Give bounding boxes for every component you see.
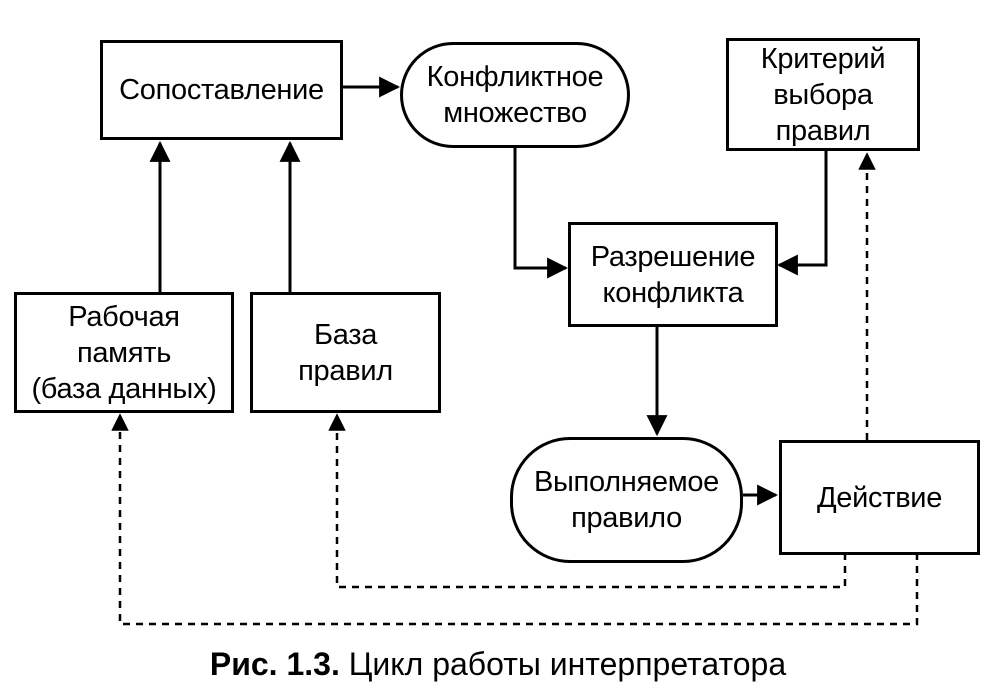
node-matching: Сопоставление [100,40,343,140]
node-selection-criterion-line-2: выбора [773,78,873,111]
node-rule-base-line-1: База [313,318,378,351]
edges-layer [111,76,919,626]
figure-caption-label: Рис. 1.3. [209,646,340,682]
node-rule-base-line-2: правил [298,354,393,387]
node-selection-criterion: Критерий выбора правил [726,38,920,151]
node-conflict-resolution-line-2: конфликта [602,276,744,309]
node-selection-criterion-line-3: правил [775,114,871,147]
edge-action-to-working-memory [111,413,919,626]
node-conflict-resolution: Разрешение конфликта [568,222,778,327]
node-conflict-set: Конфликтное множество [400,42,630,148]
node-selection-criterion-line-1: Критерий [760,42,886,75]
node-executed-rule: Выполняемое правило [510,437,743,563]
node-action-line-1: Действие [816,481,943,514]
node-rule-base: База правил [250,292,441,413]
figure-caption-text: Цикл работы интерпретатора [339,646,787,682]
node-matching-line-1: Сопоставление [119,74,324,106]
node-working-memory-line-2: память [76,336,172,369]
node-conflict-resolution-line-1: Разрешение [590,240,756,273]
node-working-memory-line-1: Рабочая [68,300,180,333]
edge-action-to-rule-base [328,413,847,589]
node-conflict-set-line-1: Конфликтное [426,61,604,93]
node-executed-rule-line-1: Выполняемое [533,466,720,498]
node-working-memory: Рабочая память (база данных) [14,292,234,413]
node-action: Действие [779,440,980,555]
node-executed-rule-line-2: правило [571,502,682,534]
edge-conflict-set-to-resolution [513,146,569,279]
node-working-memory-line-3: (база данных) [31,372,217,405]
figure-caption: Рис. 1.3. Цикл работы интерпретатора [0,644,996,684]
node-conflict-set-line-2: множество [443,97,587,129]
edge-criterion-to-resolution [776,150,828,276]
